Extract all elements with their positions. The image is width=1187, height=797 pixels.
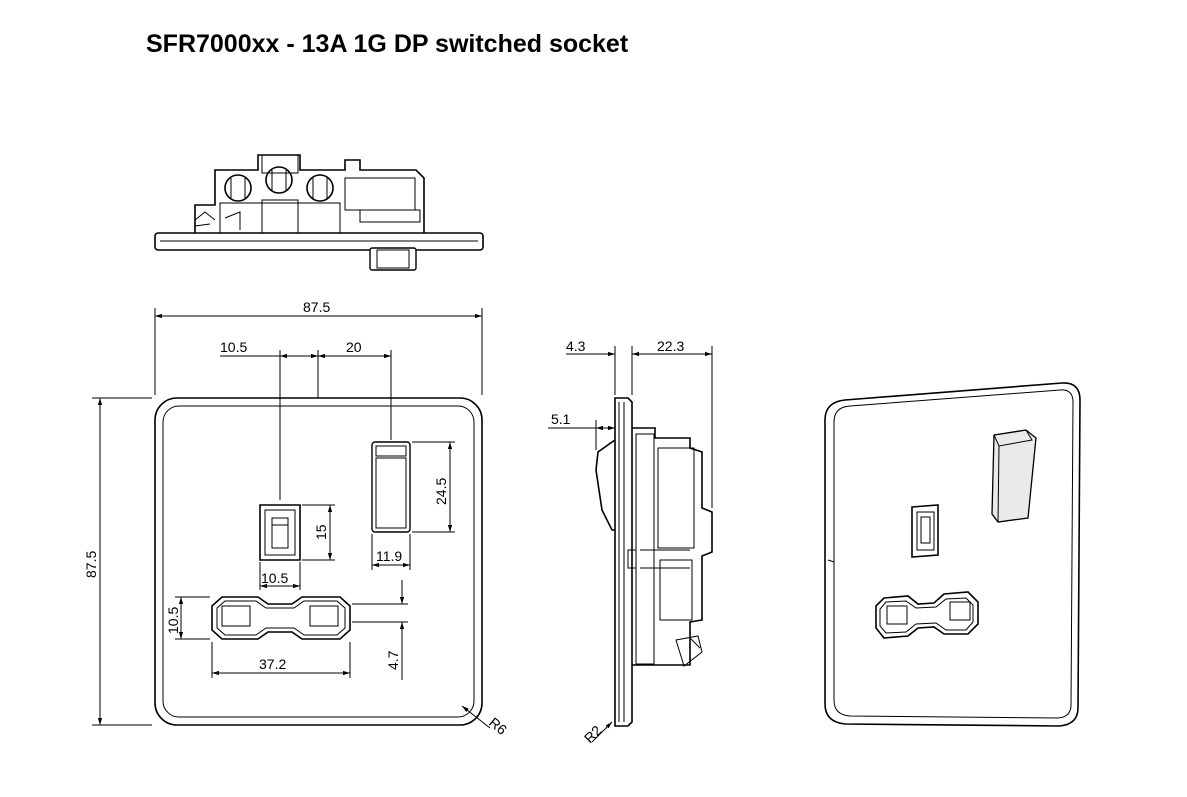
dim-earth-slot-height: 15 (313, 524, 329, 540)
dim-earth-slot-width: 10.5 (261, 570, 288, 586)
front-view: 87.5 87.5 10.5 20 15 10.5 24.5 (83, 299, 510, 738)
dim-earth-offset: 10.5 (220, 339, 247, 355)
dim-plate-thickness: 4.3 (566, 338, 586, 354)
top-view (154, 154, 484, 271)
dim-switch-offset: 20 (346, 339, 362, 355)
perspective-view (824, 382, 1081, 727)
page-title: SFR7000xx - 13A 1G DP switched socket (146, 30, 629, 58)
dim-edge-radius: R2 (581, 722, 605, 746)
side-view: 4.3 22.3 5.1 R2 (548, 338, 713, 746)
dim-pin-offset: 4.7 (385, 650, 401, 670)
dim-overall-width: 87.5 (303, 299, 330, 315)
dim-switch-width: 11.9 (376, 548, 402, 564)
dim-pin-slot-height: 10.5 (165, 607, 181, 634)
dim-switch-projection: 5.1 (551, 411, 571, 427)
dim-switch-height: 24.5 (433, 478, 449, 505)
dim-corner-radius: R6 (486, 714, 510, 738)
dim-pin-spacing: 37.2 (259, 656, 286, 672)
dim-overall-height: 87.5 (83, 551, 99, 578)
earth-slot (259, 504, 301, 561)
dim-depth: 22.3 (657, 338, 684, 354)
rocker-switch (371, 441, 411, 533)
pin-slots (211, 596, 351, 640)
